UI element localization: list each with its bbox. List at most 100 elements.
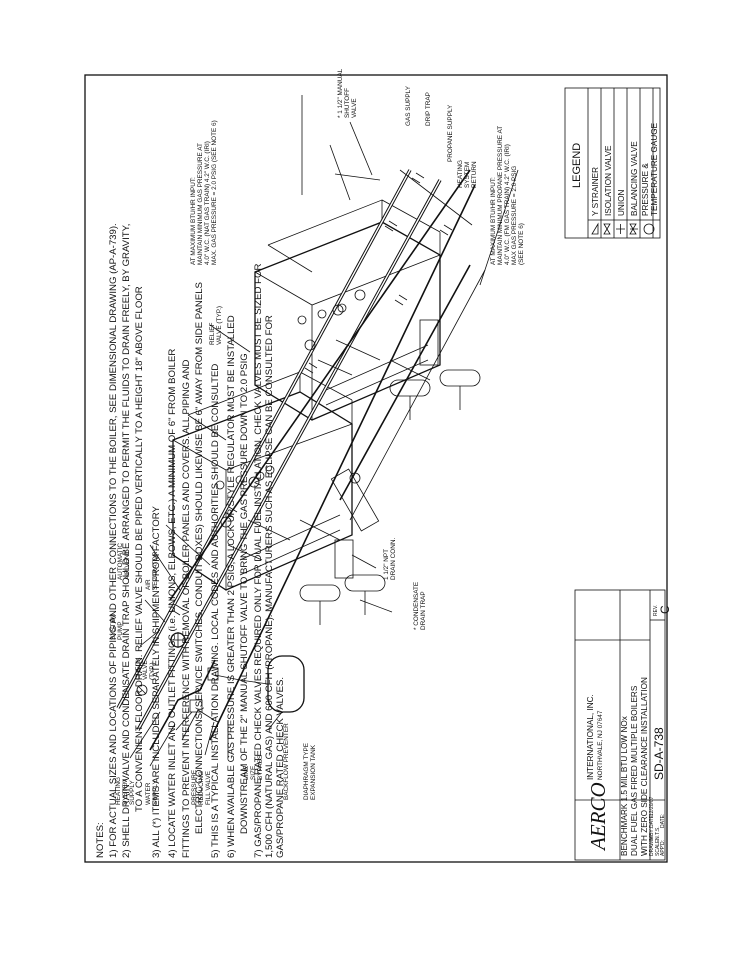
- note-line-1: 1) FOR ACTUAL SIZES AND LOCATIONS OF PIP…: [108, 223, 119, 858]
- svg-text:EXPANSION TANK: EXPANSION TANK: [310, 744, 317, 800]
- svg-text:AT MAXIMUM BTU/HR INPUT:: AT MAXIMUM BTU/HR INPUT:: [490, 177, 497, 265]
- note-line-13: GAS/PROPANE RATED CHECK VALVES.: [275, 677, 286, 858]
- appd-label: APP'D:: [660, 840, 666, 856]
- svg-text:RETURN: RETURN: [471, 161, 478, 188]
- balancing-valve-icon: [629, 223, 638, 235]
- valve-symbols: [171, 172, 453, 616]
- svg-text:WATER: WATER: [145, 782, 152, 805]
- svg-text:RELIEF: RELIEF: [209, 323, 216, 345]
- callout-btu-top: AT MAXIMUM BTU/HR INPUT: MAINTAIN MINIMU…: [190, 120, 218, 265]
- isolation-valve-icon: [603, 223, 611, 235]
- title-line-3: WITH ZERO SIDE CLEARANCE INSTALLATION: [640, 677, 649, 856]
- union-icon: [616, 224, 625, 234]
- callout-drain-conn: 1 1/2" NPT DRAIN CONN.: [383, 538, 397, 580]
- svg-text:FILL VALVE: FILL VALVE: [205, 771, 212, 805]
- svg-text:BYPASS: BYPASS: [257, 755, 264, 780]
- note-line-9: 6) WHEN AVAILABLE GAS PRESSURE IS GREATE…: [226, 315, 237, 858]
- notes-block: NOTES: 1) FOR ACTUAL SIZES AND LOCATIONS…: [95, 223, 286, 858]
- svg-text:HEATING: HEATING: [457, 160, 464, 188]
- callout-drip-trap: DRIP TRAP: [425, 92, 432, 126]
- svg-text:DRIP TRAP: DRIP TRAP: [425, 92, 432, 126]
- note-line-4: 3) ALL (*) ITEMS ARE INCLUDED SEPARATELY…: [151, 506, 162, 858]
- gauge-symbols: [220, 289, 366, 528]
- callout-relief: RELIEF VALVE (TYP.): [209, 306, 223, 345]
- svg-text:CHECK: CHECK: [135, 657, 142, 680]
- svg-text:SYSTEM: SYSTEM: [464, 162, 471, 188]
- legend-item-gauge-2: TEMPERATURE GAUGE: [650, 122, 659, 216]
- legend: LEGEND Y STRAINER ISOLATION VALVE UNION …: [564, 87, 661, 239]
- sheet-border: [84, 74, 668, 863]
- svg-text:VALVE (TYP.): VALVE (TYP.): [216, 306, 223, 345]
- strainer-icon: [591, 222, 599, 235]
- svg-text:SYSTEM: SYSTEM: [122, 779, 129, 805]
- svg-text:SYSTEM: SYSTEM: [110, 614, 117, 640]
- svg-text:AT MAXIMUM BTU/HR INPUT:: AT MAXIMUM BTU/HR INPUT:: [190, 177, 197, 265]
- title-block: AERCO INTERNATIONAL, INC. NORTHVALE, NJ …: [574, 589, 672, 861]
- svg-text:(TYP.): (TYP.): [149, 662, 156, 680]
- drawing-number: SD-A-738: [652, 727, 666, 780]
- legend-item-isolation-valve: ISOLATION VALVE: [604, 145, 613, 216]
- note-line-11: 7) GAS/PROPANE RATED CHECK VALVES REQUIR…: [253, 264, 264, 858]
- svg-text:MAX. GAS PRESSURE = 2.0 PSIG (: MAX. GAS PRESSURE = 2.0 PSIG (SEE NOTE 6…: [211, 120, 218, 265]
- callout-prv: PRESSURE REDUCING FILL VALVE: [191, 770, 212, 805]
- legend-title: LEGEND: [571, 143, 583, 188]
- svg-text:MAX GAS PRESSURE = 2.0 PSIG: MAX GAS PRESSURE = 2.0 PSIG: [511, 166, 518, 265]
- drawn-by: M.: [649, 834, 655, 840]
- note-line-12: 1,500 CFH (NATURAL GAS) AND 600 CFH (PRO…: [264, 315, 275, 858]
- boiler-left: [172, 371, 380, 591]
- callout-btu-bottom: AT MAXIMUM BTU/HR INPUT: MAINTAIN MINIMU…: [490, 126, 525, 265]
- callout-gas-supply: GAS SUPPLY: [405, 85, 412, 126]
- svg-text:DRAIN TRAP: DRAIN TRAP: [420, 591, 427, 630]
- svg-text:PRESSURE: PRESSURE: [191, 770, 198, 805]
- callout-air-separator: AIR SEPARATOR: [145, 551, 159, 590]
- aerco-logo: AERCO: [586, 782, 610, 852]
- callout-manual-shutoff: * 1 1/2" MANUAL SHUTOFF VALVE: [337, 68, 358, 118]
- svg-text:VALVE: VALVE: [351, 98, 358, 118]
- piping-diagram: [116, 95, 519, 767]
- callout-expansion-tank: DIAPHRAGM TYPE EXPANSION TANK: [303, 743, 317, 800]
- scale-label: SCALE:: [655, 838, 661, 856]
- callout-air-vent: AUTOMATIC AIR VENT: [117, 543, 131, 580]
- title-line-2: DUAL FUEL GAS FIRED MULTIPLE BOILERS: [630, 685, 639, 856]
- rev-label: REV.: [653, 605, 659, 616]
- svg-text:LINE: LINE: [243, 766, 250, 780]
- svg-text:DIAPHRAGM TYPE: DIAPHRAGM TYPE: [303, 743, 310, 800]
- leader-lines: [129, 95, 519, 767]
- legend-item-union: UNION: [617, 190, 626, 216]
- scale: N.T.S.: [655, 826, 661, 840]
- company-address: NORTHVALE, NJ 07647: [597, 710, 604, 780]
- callout-heating-return: HEATING SYSTEM RETURN: [457, 160, 478, 188]
- svg-text:AIR VENT: AIR VENT: [124, 550, 131, 580]
- svg-text:AIR: AIR: [145, 579, 152, 590]
- svg-text:* 1 1/2" MANUAL: * 1 1/2" MANUAL: [337, 68, 344, 118]
- note-line-3: TO A CONVENIENT FLOOR DRAIN. RELIEF VALV…: [134, 286, 145, 812]
- svg-text:4.0" W.C. (NAT GAS TRAIN) 4.2": 4.0" W.C. (NAT GAS TRAIN) 4.2" W.C. (IRI…: [204, 141, 211, 265]
- legend-item-gauge: PRESSURE &: [641, 163, 650, 216]
- svg-text:SUPPLY: SUPPLY: [129, 780, 136, 805]
- note-line-5: 4) LOCATE WATER INLET AND OUTLET FITTING…: [167, 349, 178, 858]
- company-name: INTERNATIONAL, INC.: [586, 694, 595, 780]
- notes-heading: NOTES:: [95, 822, 106, 858]
- gauge-icon: [643, 223, 655, 235]
- svg-text:SHUTOFF: SHUTOFF: [344, 88, 351, 118]
- callout-labels: HEATING SYSTEM SUPPLY WATER SUPPLY CHECK…: [110, 68, 525, 805]
- svg-text:* CONDENSATE: * CONDENSATE: [413, 582, 420, 630]
- svg-text:VALVE: VALVE: [142, 660, 149, 680]
- note-line-8: 5) THIS IS A TYPICAL INSTALLATION DRAWIN…: [210, 364, 221, 858]
- svg-text:REDUCING: REDUCING: [198, 771, 205, 805]
- svg-text:DRAIN CONN.: DRAIN CONN.: [390, 538, 397, 580]
- svg-text:SIZE: SIZE: [250, 766, 257, 780]
- callout-condensate: * CONDENSATE DRAIN TRAP: [413, 582, 427, 630]
- svg-text:MAINTAIN MINIMUM PROPANE PRESS: MAINTAIN MINIMUM PROPANE PRESSURE AT: [497, 126, 504, 265]
- svg-text:PROPANE SUPPLY: PROPANE SUPPLY: [447, 104, 454, 162]
- svg-text:SUPPLY: SUPPLY: [152, 780, 159, 805]
- date-label: DATE:: [649, 814, 655, 828]
- svg-text:SEPARATOR: SEPARATOR: [152, 551, 159, 590]
- callout-water-supply: WATER SUPPLY: [145, 780, 159, 805]
- boiler-right: [254, 199, 441, 421]
- svg-text:GAS SUPPLY: GAS SUPPLY: [405, 85, 412, 126]
- callout-bypass: LINE SIZE BYPASS: [243, 755, 264, 780]
- svg-text:HEATING: HEATING: [115, 777, 122, 805]
- appd-date-label: DATE:: [660, 814, 666, 828]
- rev-letter: C: [658, 605, 672, 614]
